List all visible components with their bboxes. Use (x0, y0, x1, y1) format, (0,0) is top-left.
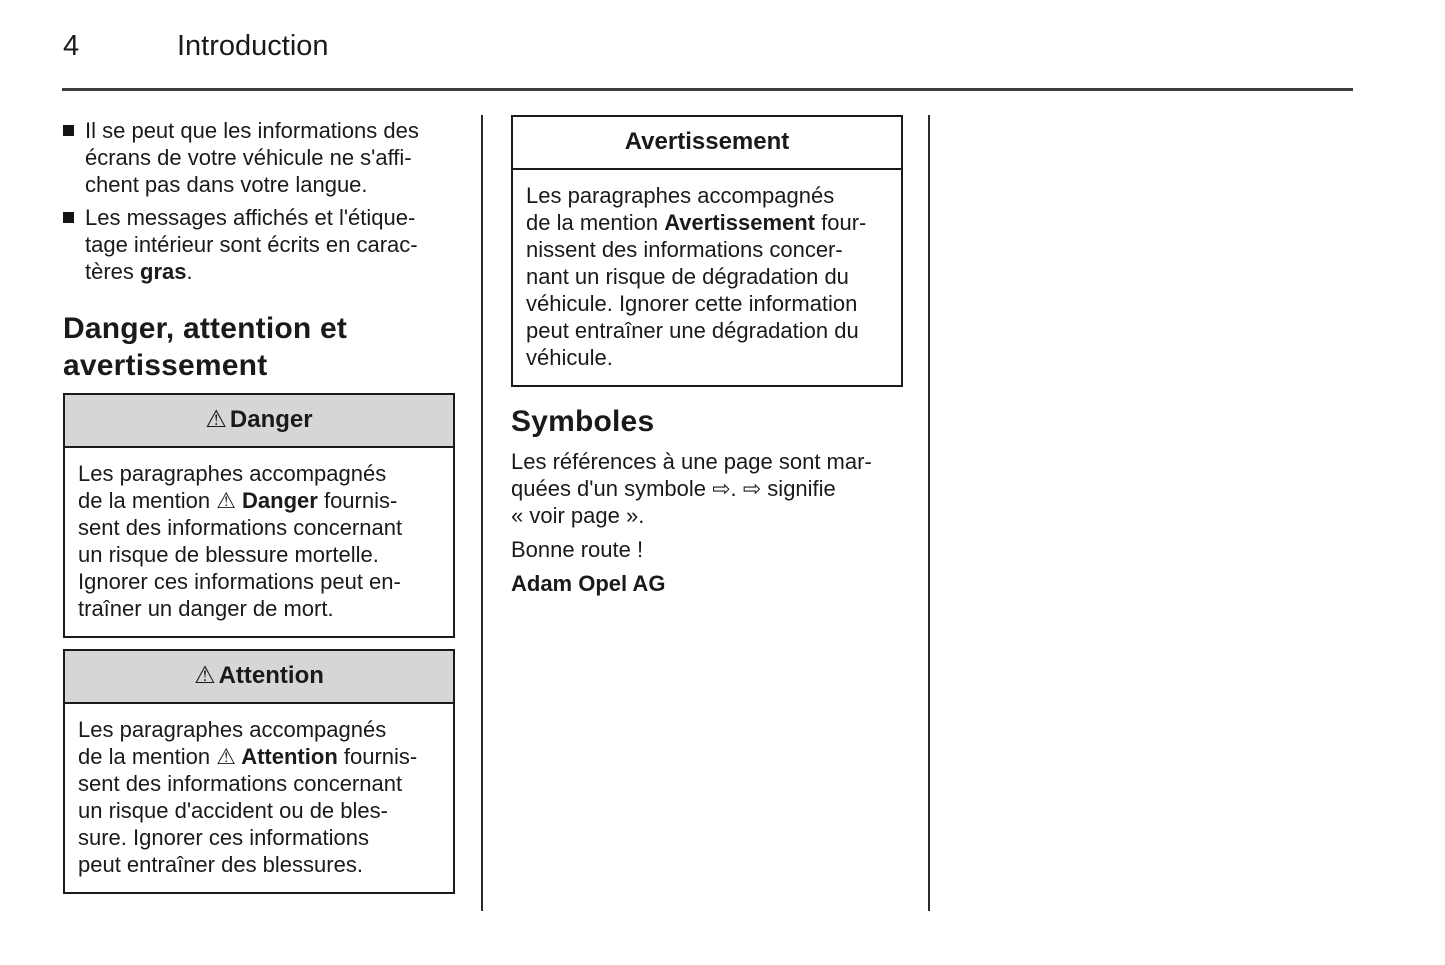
danger-box-header: ⚠Danger (65, 395, 453, 448)
middle-column: Avertissement Les paragraphes accompagné… (511, 115, 903, 597)
warning-body-segment: four- nissent des informations concer- n… (526, 210, 867, 370)
farewell-text: Bonne route ! (511, 537, 644, 562)
attention-box-title: Attention (218, 662, 324, 689)
symbols-paragraph: Les références à une page sont mar- quée… (511, 449, 872, 528)
attention-body-bold: ⚠ Attention (216, 744, 338, 769)
warning-box-body: Les paragraphes accompagnés de la mentio… (513, 170, 901, 385)
left-column: Il se peut que les informations des écra… (63, 115, 455, 894)
danger-box-body: Les paragraphes accompagnés de la mentio… (65, 448, 453, 636)
warning-triangle-icon: ⚠ (205, 406, 227, 433)
warning-body-segment: Les paragraphes accompagnés de la mentio… (526, 183, 835, 235)
bullet-text: Les messages affichés et l'étique- tage … (85, 204, 418, 285)
danger-box-title: Danger (229, 406, 313, 433)
warning-box-header: Avertissement (513, 117, 901, 170)
warning-box: Avertissement Les paragraphes accompagné… (511, 115, 903, 387)
bullet-marker (63, 125, 74, 136)
column-divider-right (928, 115, 930, 911)
bullet-text-segment: Les messages affichés et l'étique- tage … (85, 205, 418, 284)
section-heading-symbols: Symboles (511, 405, 655, 438)
bullet-text: Il se peut que les informations des écra… (85, 118, 419, 197)
attention-body-segment: fournis- sent des informations concernan… (78, 744, 418, 877)
warning-body-bold: Avertissement (664, 210, 816, 235)
chapter-title: Introduction (177, 30, 329, 62)
attention-box: ⚠Attention Les paragraphes accompagnés d… (63, 649, 455, 894)
page-number: 4 (63, 30, 80, 62)
attention-box-header: ⚠Attention (65, 651, 453, 704)
bullet-marker (63, 212, 74, 223)
danger-body-segment: Les paragraphes accompagnés de la mentio… (78, 461, 387, 513)
warning-box-title: Avertissement (624, 128, 790, 155)
signature-text: Adam Opel AG (511, 571, 666, 596)
attention-body-segment: Les paragraphes accompagnés de la mentio… (78, 717, 387, 769)
header-rule (62, 88, 1353, 91)
list-item: Les messages affichés et l'étique- tage … (63, 204, 455, 285)
danger-body-bold: ⚠ Danger (216, 488, 318, 513)
section-heading-danger-attention: Danger, attention et avertissement (63, 312, 348, 382)
danger-body-segment: fournis- sent des informations concernan… (78, 488, 403, 621)
column-divider-left (481, 115, 483, 911)
bullet-text-segment: . (186, 259, 193, 284)
warning-triangle-icon: ⚠ (194, 662, 216, 689)
danger-box: ⚠Danger Les paragraphes accompagnés de l… (63, 393, 455, 638)
list-item: Il se peut que les informations des écra… (63, 117, 455, 198)
attention-box-body: Les paragraphes accompagnés de la mentio… (65, 704, 453, 892)
bullet-text-bold: gras (140, 259, 187, 284)
